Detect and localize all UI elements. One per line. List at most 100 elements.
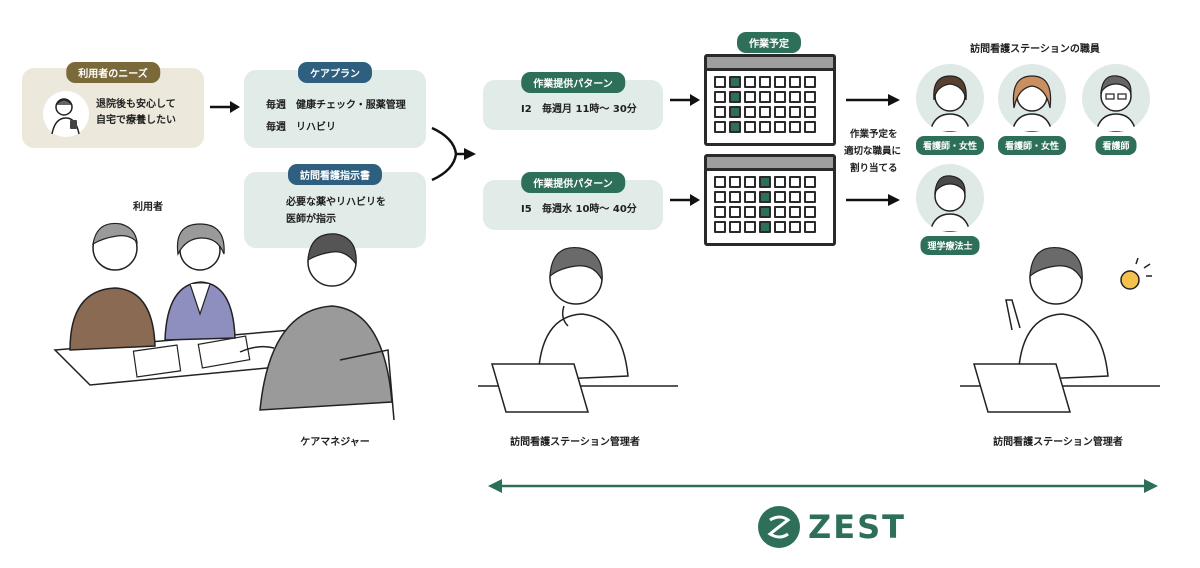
careplan-row1-item: 健康チェック・服薬管理 <box>296 97 406 114</box>
lightbulb-icon <box>1114 258 1154 298</box>
calendar-day-cell <box>759 191 771 203</box>
calendar-day-cell <box>729 76 741 88</box>
calendar-icon <box>704 54 836 146</box>
pattern2-text: 毎週水 10時〜 40分 <box>542 201 637 218</box>
caremanager-label: ケアマネジャー <box>300 433 370 448</box>
calendar-day-cell <box>759 91 771 103</box>
calendar-day-cell <box>759 106 771 118</box>
calendar-day-cell <box>774 106 786 118</box>
calendar-day-cell <box>759 221 771 233</box>
needs-line-1: 退院後も安心して <box>96 96 176 113</box>
station-manager-thinking-illustration <box>478 240 678 420</box>
female-nurse-avatar-icon <box>998 64 1066 132</box>
pattern1-text: 毎週月 11時〜 30分 <box>542 101 637 118</box>
calendar-grid <box>714 176 815 232</box>
calendar-day-cell <box>789 176 801 188</box>
calendar-day-cell <box>729 106 741 118</box>
calendar-day-cell <box>804 176 816 188</box>
calendar-day-cell <box>744 121 756 133</box>
arrow-right-icon <box>670 93 700 107</box>
calendar-day-cell <box>774 191 786 203</box>
calendar-day-cell <box>804 76 816 88</box>
calendar-day-cell <box>759 121 771 133</box>
calendar-day-cell <box>789 121 801 133</box>
calendar-day-cell <box>744 76 756 88</box>
calendar-day-cell <box>714 191 726 203</box>
station-manager-label: 訪問看護ステーション管理者 <box>510 433 640 448</box>
zest-logo-text: ZEST <box>808 508 906 546</box>
calendar-day-cell <box>744 206 756 218</box>
calendar-day-cell <box>774 91 786 103</box>
arrow-right-icon <box>210 100 240 114</box>
meeting-illustration <box>50 210 400 425</box>
calendar-day-cell <box>744 221 756 233</box>
calendar-day-cell <box>804 106 816 118</box>
calendar-day-cell <box>714 106 726 118</box>
calendar-day-cell <box>789 221 801 233</box>
arrow-right-icon <box>846 193 900 207</box>
calendar-day-cell <box>774 76 786 88</box>
calendar-day-cell <box>774 121 786 133</box>
calendar-day-cell <box>744 176 756 188</box>
physical-therapist-avatar-icon <box>916 164 984 232</box>
female-nurse-avatar-icon <box>916 64 984 132</box>
calendar-day-cell <box>759 176 771 188</box>
pattern1-title: 作業提供パターン <box>521 72 625 93</box>
calendar-day-cell <box>789 76 801 88</box>
station-manager-label-2: 訪問看護ステーション管理者 <box>993 433 1123 448</box>
calendar-day-cell <box>729 176 741 188</box>
assign-line-1: 作業予定を <box>850 126 898 143</box>
assign-line-3: 割り当てる <box>850 160 898 177</box>
calendar-day-cell <box>729 191 741 203</box>
patient-avatar-icon <box>42 90 90 138</box>
calendar-day-cell <box>744 191 756 203</box>
calendar-day-cell <box>729 121 741 133</box>
calendar-icon <box>704 154 836 246</box>
calendar-day-cell <box>804 191 816 203</box>
calendar-day-cell <box>714 221 726 233</box>
careplan-title: ケアプラン <box>298 62 372 83</box>
calendar-day-cell <box>789 191 801 203</box>
zest-logo-mark-icon <box>758 506 800 548</box>
calendar-day-cell <box>744 106 756 118</box>
careplan-row2-freq: 毎週 <box>266 119 286 136</box>
instruction-line-1: 必要な薬やリハビリを <box>286 194 386 211</box>
calendar-day-cell <box>789 91 801 103</box>
calendar-day-cell <box>729 91 741 103</box>
calendar-day-cell <box>729 221 741 233</box>
calendar-day-cell <box>729 206 741 218</box>
needs-title: 利用者のニーズ <box>66 62 160 83</box>
calendar-day-cell <box>714 76 726 88</box>
calendar-day-cell <box>774 221 786 233</box>
staff-role-badge: 看護師・女性 <box>916 136 984 155</box>
arrow-right-icon <box>670 193 700 207</box>
calendar-day-cell <box>759 206 771 218</box>
calendar-day-cell <box>774 176 786 188</box>
zest-logo: ZEST <box>758 506 906 548</box>
staff-role-badge: 看護師・女性 <box>998 136 1066 155</box>
calendar-day-cell <box>804 91 816 103</box>
pattern1-code: I2 <box>521 101 532 118</box>
staff-title: 訪問看護ステーションの職員 <box>970 40 1100 55</box>
calendar-day-cell <box>759 76 771 88</box>
male-nurse-avatar-icon <box>1082 64 1150 132</box>
arrow-right-icon <box>846 93 900 107</box>
calendar-day-cell <box>789 206 801 218</box>
calendar-day-cell <box>744 91 756 103</box>
calendar-day-cell <box>714 176 726 188</box>
calendar-day-cell <box>804 121 816 133</box>
instruction-title: 訪問看護指示書 <box>288 164 382 185</box>
calendar-day-cell <box>804 206 816 218</box>
pattern2-title: 作業提供パターン <box>521 172 625 193</box>
careplan-row2-item: リハビリ <box>296 119 336 136</box>
calendar-day-cell <box>774 206 786 218</box>
calendar-day-cell <box>714 206 726 218</box>
careplan-row1-freq: 毎週 <box>266 97 286 114</box>
calendar-day-cell <box>804 221 816 233</box>
assign-line-2: 適切な職員に <box>844 143 901 160</box>
staff-role-badge: 看護師 <box>1095 136 1136 155</box>
schedule-title: 作業予定 <box>737 32 801 53</box>
calendar-grid <box>714 76 815 132</box>
calendar-day-cell <box>714 91 726 103</box>
needs-line-2: 自宅で療養したい <box>96 112 176 129</box>
